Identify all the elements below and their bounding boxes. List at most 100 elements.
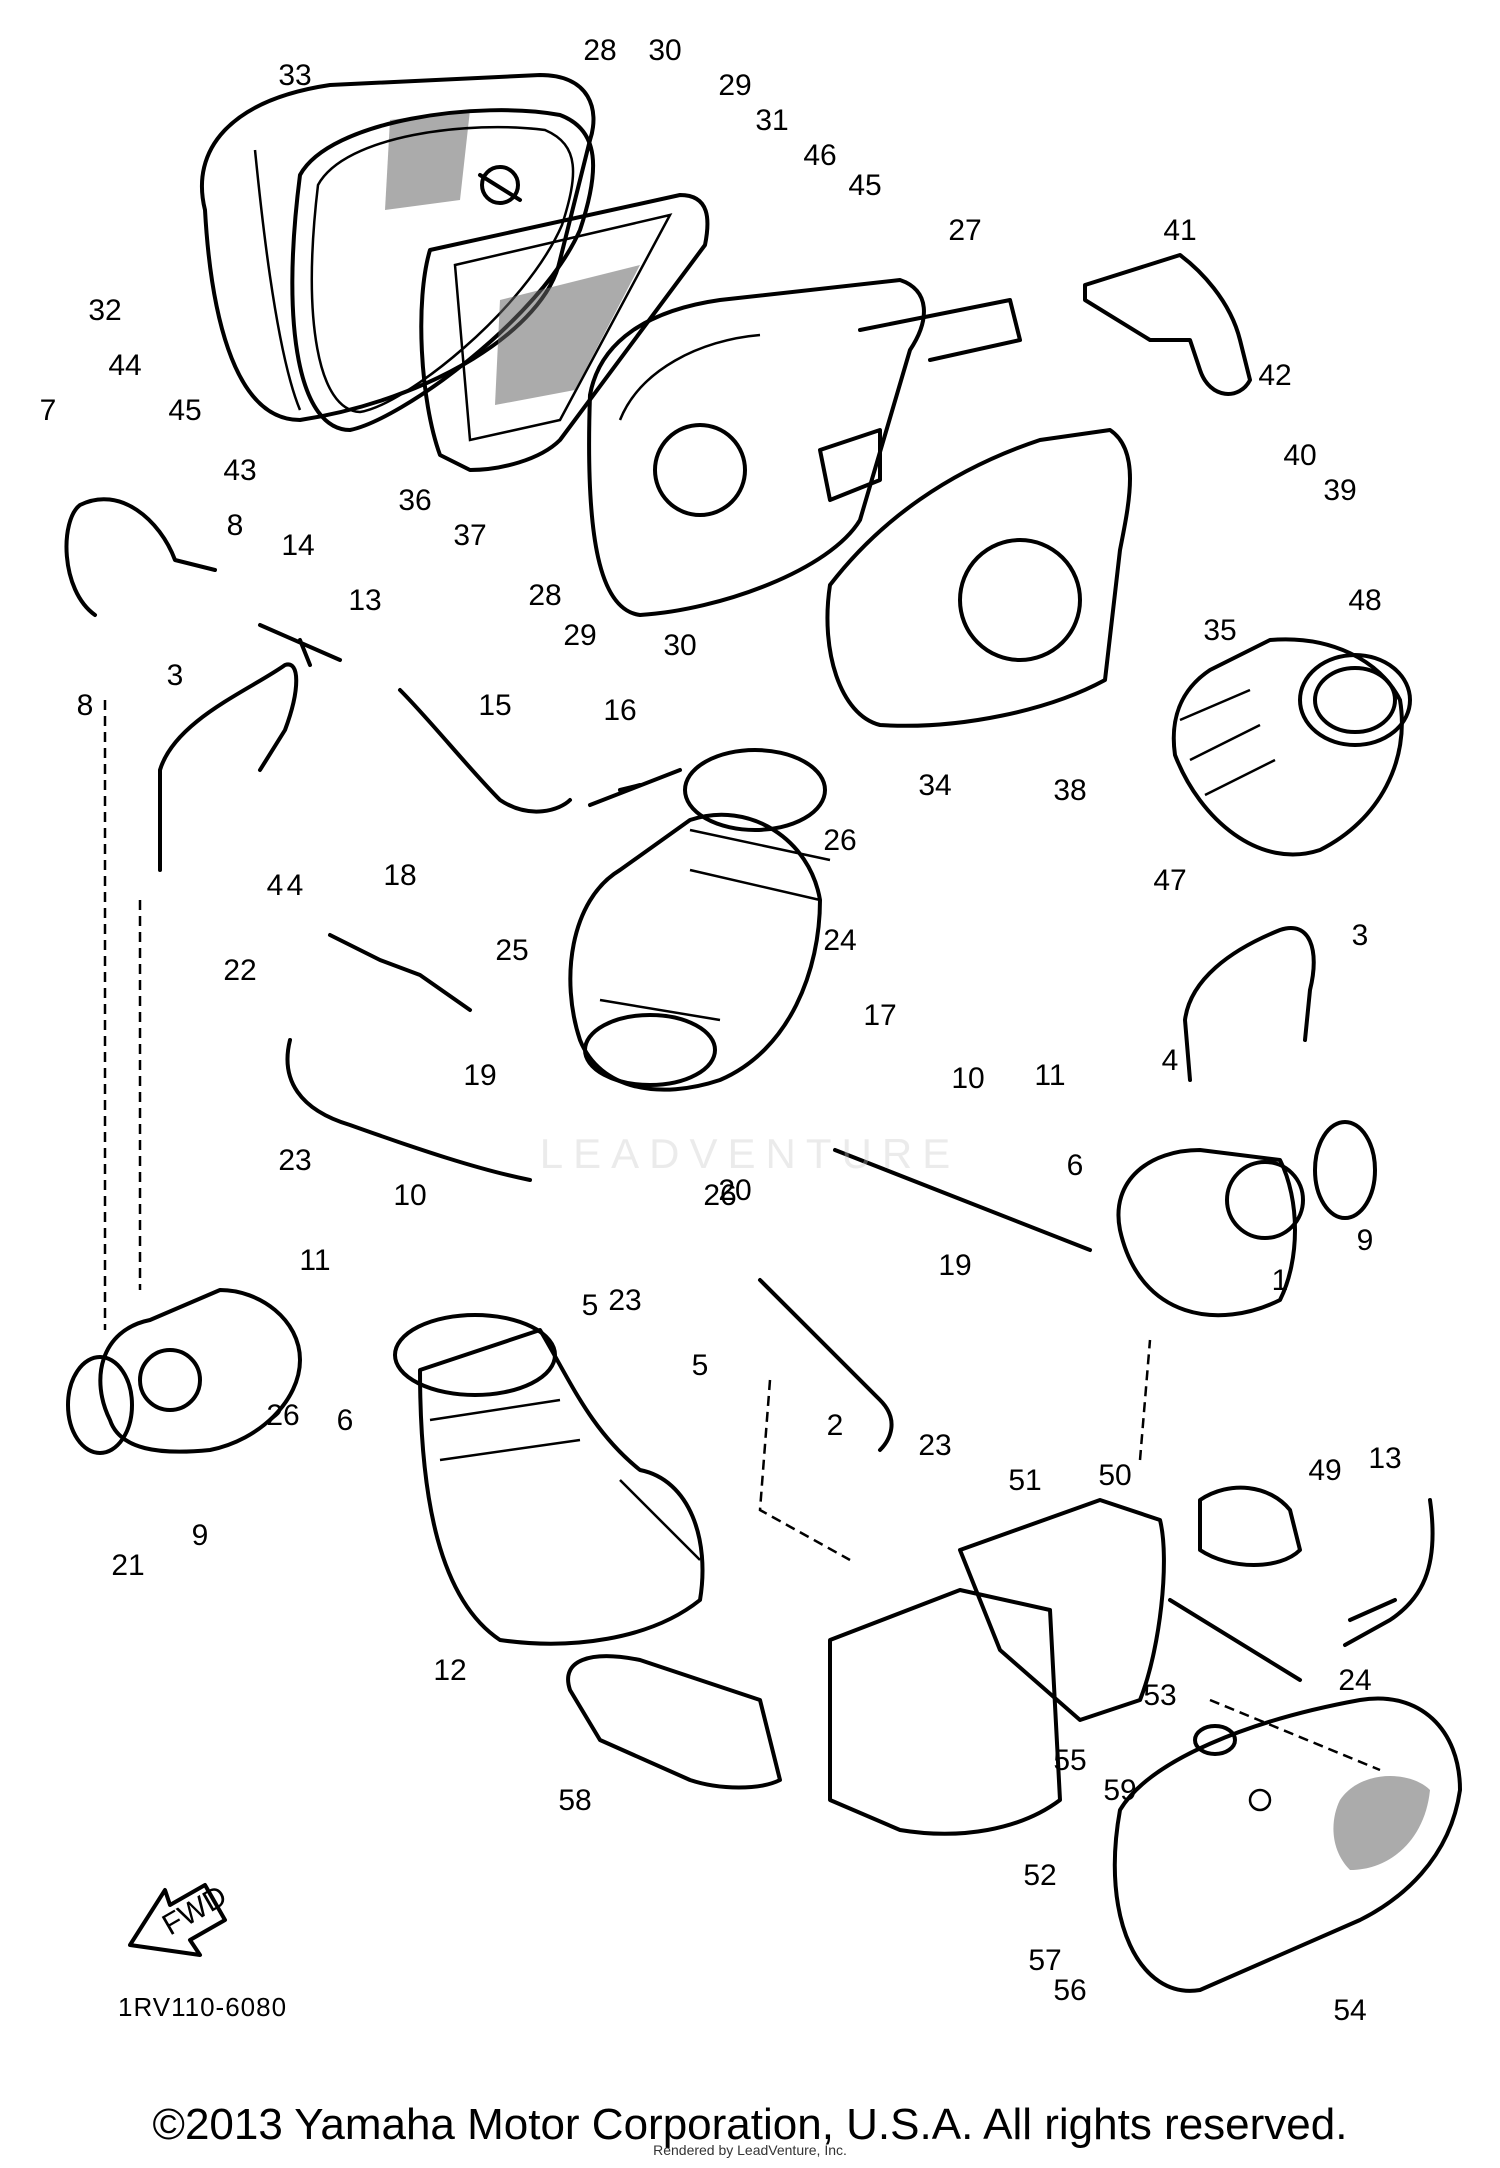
- hose-12: [1343, 1498, 1435, 1647]
- callout-label: 22: [223, 954, 256, 987]
- callout-label: 58: [558, 1784, 591, 1817]
- callout-label: 30: [648, 34, 681, 67]
- callout-label: 40: [1283, 439, 1316, 472]
- callout-label: 20: [718, 1174, 751, 1207]
- callout-label: 4: [287, 869, 304, 902]
- callout-label: 19: [938, 1249, 971, 1282]
- callout-label: 3: [167, 659, 184, 692]
- callout-label: 13: [1368, 1442, 1401, 1475]
- callout-label: 24: [1338, 1664, 1371, 1697]
- callout-label: 26: [703, 1179, 736, 1212]
- callout-label: 33: [278, 59, 311, 92]
- pipe-14: [258, 623, 342, 667]
- callout-label: 5: [582, 1289, 599, 1322]
- callout-label: 47: [1153, 864, 1186, 897]
- callout-label: 24: [823, 924, 856, 957]
- callout-label: 48: [1348, 584, 1381, 617]
- callout-label: 26: [266, 1399, 299, 1432]
- callout-label: 43: [223, 454, 256, 487]
- callout-label: 41: [1163, 214, 1196, 247]
- watermark: LEADVENTURE: [539, 1130, 961, 1177]
- intake-joint-24-upper: [568, 748, 831, 1092]
- hose-21: [758, 1278, 894, 1452]
- callout-label: 29: [718, 69, 751, 102]
- callout-label: 11: [299, 1244, 330, 1277]
- hose-3-left: [158, 662, 299, 872]
- intake-joint-24-lower: [393, 1313, 705, 1646]
- intake-joint-47: [1171, 637, 1412, 857]
- callout-label: 19: [463, 1059, 496, 1092]
- callout-label: 21: [111, 1549, 144, 1582]
- callout-label: 4: [1162, 1044, 1179, 1077]
- callout-label: 28: [528, 579, 561, 612]
- callout-label: 59: [1103, 1774, 1136, 1807]
- callout-label: 45: [848, 169, 881, 202]
- hose-22: [285, 1038, 532, 1182]
- callout-label: 6: [1067, 1149, 1084, 1182]
- callout-label: 23: [918, 1429, 951, 1462]
- hose-15: [398, 688, 572, 814]
- intake-manifold-left: [66, 1288, 302, 1455]
- callout-label: 49: [1308, 1454, 1341, 1487]
- callout-label: 18: [383, 859, 416, 892]
- air-cleaner-cover-right: [1112, 1696, 1462, 1993]
- grommet-55: [1193, 1724, 1237, 1756]
- callout-label: 37: [453, 519, 486, 552]
- callout-label: 10: [393, 1179, 426, 1212]
- callout-label: 34: [918, 769, 951, 802]
- bracket-49: [958, 1498, 1166, 1722]
- callout-label: 51: [1008, 1464, 1041, 1497]
- callout-label: 44: [108, 349, 141, 382]
- callout-label: 46: [803, 139, 836, 172]
- callout-label: 28: [583, 34, 616, 67]
- callout-label: 42: [1258, 359, 1291, 392]
- callout-label: 5: [692, 1349, 709, 1382]
- rod-17: [833, 1148, 1092, 1252]
- main-bracket: [828, 1588, 1062, 1836]
- hose-7: [64, 497, 217, 617]
- callout-label: 8: [227, 509, 244, 542]
- callout-label: 29: [563, 619, 596, 652]
- callout-label: 23: [608, 1284, 641, 1317]
- valve-right: [1198, 1485, 1302, 1567]
- intake-manifold-right: [1116, 1120, 1377, 1318]
- callout-label: 45: [168, 394, 201, 427]
- callout-label: 14: [281, 529, 314, 562]
- air-cleaner-case: [587, 278, 1022, 617]
- callout-label: 11: [1034, 1059, 1065, 1092]
- callout-label: 57: [1028, 1944, 1061, 1977]
- callout-label: 52: [1023, 1859, 1056, 1892]
- callout-label: 13: [348, 584, 381, 617]
- callout-label: 17: [863, 999, 896, 1032]
- callout-label: 31: [755, 104, 788, 137]
- callout-label: 7: [40, 394, 57, 427]
- callout-label: 50: [1098, 1459, 1131, 1492]
- callout-label: 15: [478, 689, 511, 722]
- callout-label: 30: [663, 629, 696, 662]
- callout-label: 6: [337, 1404, 354, 1437]
- side-cover-34: [825, 428, 1132, 728]
- callout-label: 35: [1203, 614, 1236, 647]
- rendered-by-note: Rendered by LeadVenture, Inc.: [653, 2142, 847, 2158]
- callout-label: 26: [823, 824, 856, 857]
- diagram-code: 1RV110-6080: [118, 1992, 288, 2022]
- callout-label: 55: [1053, 1744, 1086, 1777]
- air-cleaner-cover-left: [199, 73, 596, 422]
- callout-label: 27: [948, 214, 981, 247]
- callout-label: 53: [1143, 1679, 1176, 1712]
- callout-label: 25: [495, 934, 528, 967]
- callout-label: 12: [433, 1654, 466, 1687]
- fitting-16: [588, 768, 682, 807]
- callout-label: 2: [827, 1409, 844, 1442]
- air-cleaner-gasket: [290, 108, 596, 432]
- callout-label: 39: [1323, 474, 1356, 507]
- callout-label: 38: [1053, 774, 1086, 807]
- callout-label: 16: [603, 694, 636, 727]
- forward-arrow: FWD: [128, 1879, 233, 1957]
- callout-label: 32: [88, 294, 121, 327]
- callout-label: 9: [1357, 1224, 1374, 1257]
- callout-label: 54: [1333, 1994, 1366, 2027]
- callout-label: 8: [77, 689, 94, 722]
